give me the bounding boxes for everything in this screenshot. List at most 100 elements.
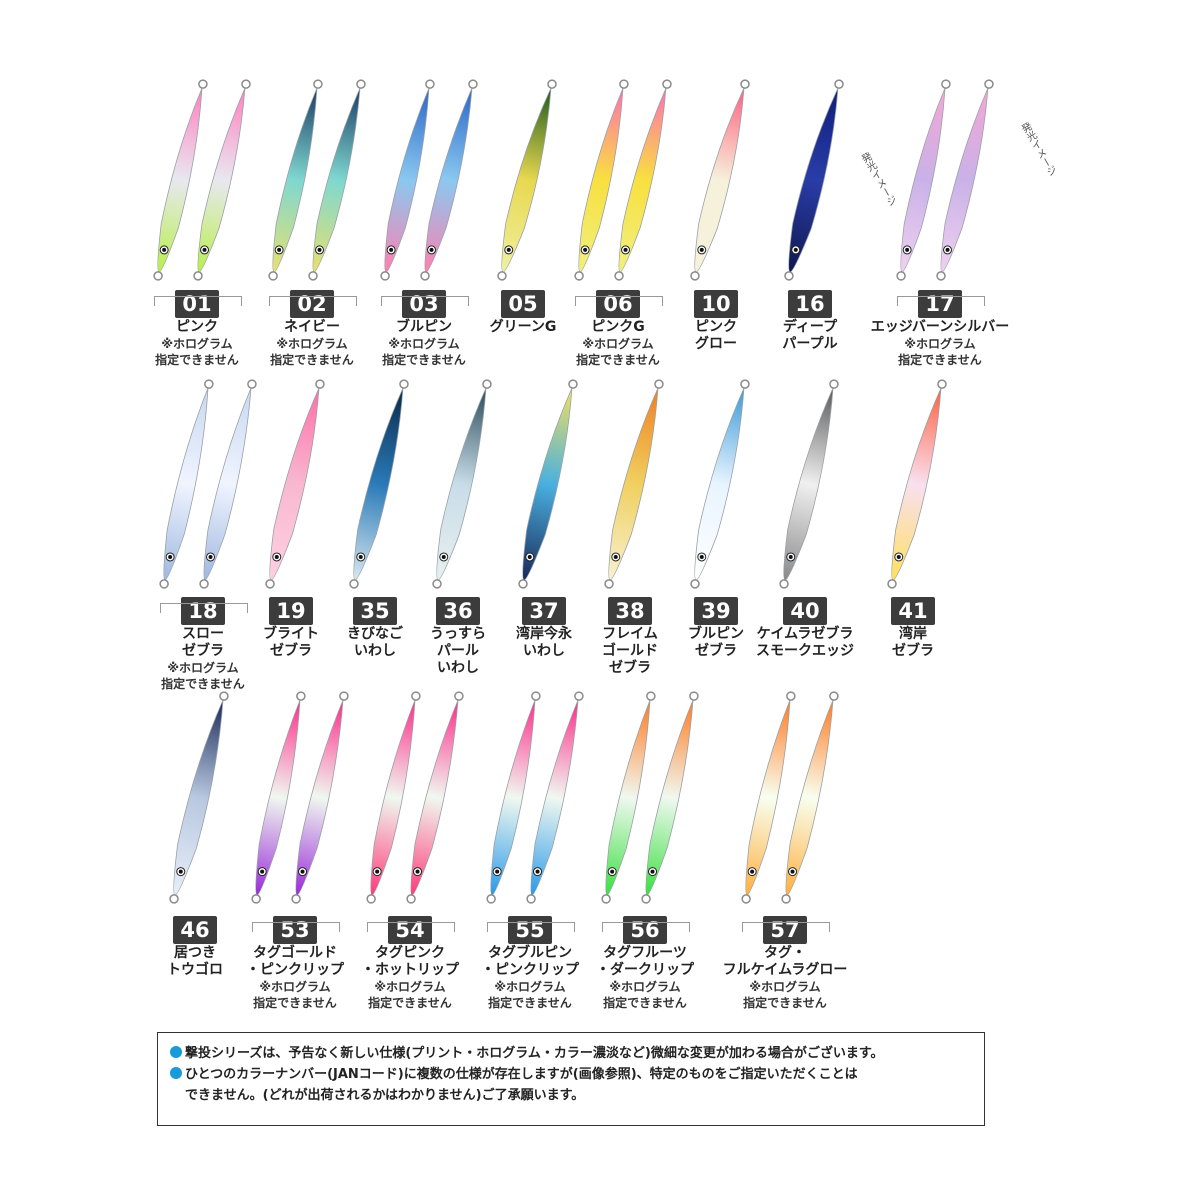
lure-image	[269, 387, 320, 581]
color-code-badge: 39	[694, 597, 738, 625]
lure-ring	[604, 579, 614, 589]
lure-image	[522, 387, 573, 581]
lure-ring	[829, 379, 839, 389]
lure-ring	[486, 894, 496, 904]
badge-wrap: 19	[211, 597, 371, 625]
lure-pupil	[429, 247, 434, 252]
lure-image-b	[203, 387, 252, 581]
lure-ring	[834, 79, 844, 89]
lure-ring	[411, 691, 421, 701]
lure-ring	[690, 579, 700, 589]
lure-ring	[313, 79, 323, 89]
hologram-note: ※ホログラム 指定できません	[382, 337, 466, 367]
lure-pupil	[358, 554, 363, 559]
lure-pupil	[610, 869, 615, 874]
lure-ring	[268, 271, 278, 281]
color-code-badge: 19	[269, 597, 313, 625]
lure-ring	[741, 894, 751, 904]
color-name: ブライト ゼブラ	[263, 626, 319, 659]
badge-wrap: 35	[295, 597, 455, 625]
lure-ring	[169, 894, 179, 904]
lure-ring	[219, 691, 229, 701]
lure-ring	[984, 79, 994, 89]
hologram-note: ※ホログラム 指定できません	[270, 337, 354, 367]
lure-pupil	[527, 554, 532, 559]
lure-pupil	[699, 554, 704, 559]
lure-pupil	[793, 247, 798, 252]
lure-ring	[153, 271, 163, 281]
lure-ring	[740, 79, 750, 89]
lure-pupil	[788, 554, 793, 559]
lure-ring	[574, 271, 584, 281]
color-name: ピンク グロー	[695, 319, 737, 352]
lure-ring	[199, 579, 209, 589]
bullet-dot-icon	[170, 1067, 182, 1079]
hologram-note: ※ホログラム 指定できません	[253, 980, 337, 1010]
lure-pupil	[945, 247, 950, 252]
lure-pupil	[535, 869, 540, 874]
variant-bracket	[487, 922, 575, 932]
lure-pupil	[375, 869, 380, 874]
lure-ring	[406, 894, 416, 904]
lure-ring	[454, 691, 464, 701]
lure-ring	[241, 79, 251, 89]
lure-ring	[420, 271, 430, 281]
notice-line-2: ひとつのカラーナンバー(JANコード)に複数の仕様が存在しますが(画像参照)、特…	[170, 1064, 972, 1085]
lure-image-b	[940, 87, 989, 273]
hologram-note: ※ホログラム 指定できません	[488, 980, 572, 1010]
color-name: ブルピン	[396, 319, 452, 335]
lure-ring	[689, 691, 699, 701]
hologram-note: ※ホログラム 指定できません	[161, 661, 245, 691]
lure-ring	[690, 271, 700, 281]
lure-image-a	[370, 699, 416, 896]
lure-pupil	[750, 869, 755, 874]
badge-wrap: 05	[443, 290, 603, 318]
color-name: タグブルピン ・ピンクリップ	[481, 945, 579, 978]
badge-wrap: 38	[550, 597, 710, 625]
lure-image-b	[618, 87, 667, 273]
lure-ring	[468, 79, 478, 89]
lure-image-a	[163, 387, 209, 581]
lure-pupil	[699, 247, 704, 252]
color-name: ディープ パープル	[782, 319, 838, 352]
color-code-badge: 35	[353, 597, 397, 625]
notice-line-2-cont: できません。(どれが出荷されるかはわかりません)ご了承願います。	[185, 1088, 585, 1103]
lure-image-a	[900, 87, 946, 273]
lure-pupil	[790, 869, 795, 874]
lure-ring	[829, 691, 839, 701]
lure-ring	[641, 894, 651, 904]
lure-image-a	[605, 699, 651, 896]
variant-bracket	[367, 922, 455, 932]
lure-ring	[159, 579, 169, 589]
lure-ring	[193, 271, 203, 281]
color-name: タグフルーツ ・ダークリップ	[596, 945, 694, 978]
lure-ring	[482, 379, 492, 389]
lure-pupil	[583, 247, 588, 252]
color-name: きびなご いわし	[347, 626, 403, 659]
lure-ring	[251, 894, 261, 904]
color-name: 湾岸今永 いわし	[516, 626, 572, 659]
lure-image-b	[785, 699, 834, 896]
color-name: ピンクG	[591, 319, 645, 335]
lure-pupil	[168, 554, 173, 559]
hologram-note: ※ホログラム 指定できません	[576, 337, 660, 367]
lure-image	[353, 387, 404, 581]
lure-ring	[399, 379, 409, 389]
lure-ring	[887, 579, 897, 589]
hologram-note: ※ホログラム 指定できません	[603, 980, 687, 1010]
lure-ring	[291, 894, 301, 904]
lure-pupil	[896, 554, 901, 559]
color-name: タグ・ フルケイムラグロー	[722, 945, 848, 978]
lure-ring	[308, 271, 318, 281]
color-code-badge: 10	[694, 290, 738, 318]
lure-ring	[662, 79, 672, 89]
